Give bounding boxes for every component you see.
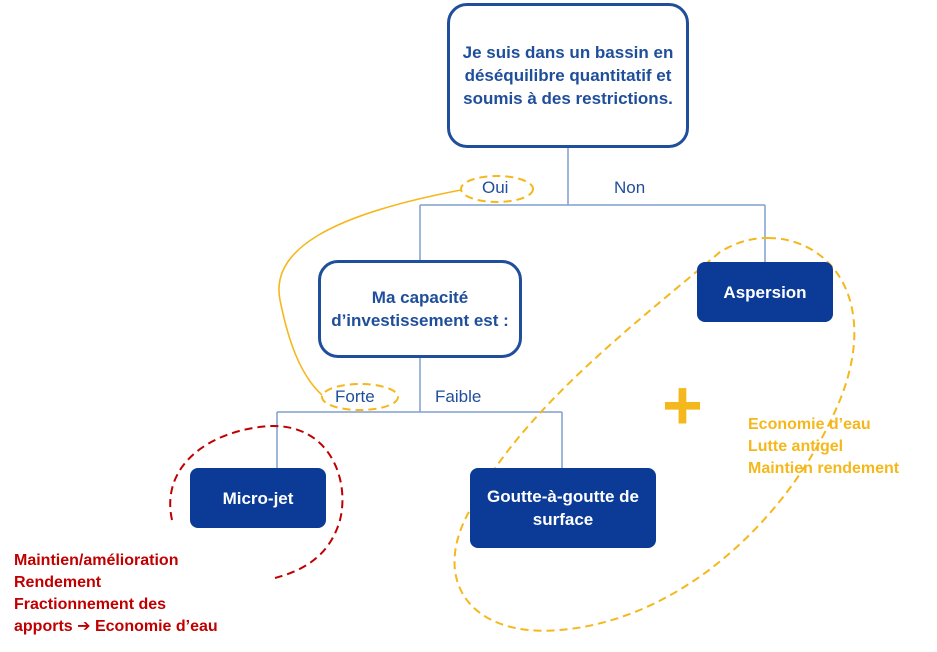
root-question-node: Je suis dans un bassin en déséquilibre q… <box>447 3 689 148</box>
tree-connectors <box>276 148 766 468</box>
aspersion-node: Aspersion <box>697 262 833 322</box>
benefit-line: Rendement <box>14 574 102 591</box>
microjet-node: Micro-jet <box>190 468 326 528</box>
microjet-benefits: Maintien/amélioration Rendement Fraction… <box>14 550 218 638</box>
benefit-line: Fractionnement des <box>14 596 167 613</box>
benefit-line: Maintien rendement <box>748 460 900 477</box>
root-question-text: Je suis dans un bassin en déséquilibre q… <box>462 43 674 108</box>
edge-label-high: Forte <box>335 387 375 406</box>
benefit-line: Maintien/amélioration <box>14 552 179 569</box>
microjet-text: Micro-jet <box>222 488 294 508</box>
investment-question-text: Ma capacité d’investissement est : <box>331 288 509 330</box>
microjet-highlight-arc <box>169 424 344 579</box>
drip-node: Goutte-à-goutte de surface <box>470 468 656 548</box>
forte-highlight-ellipse <box>321 383 399 411</box>
drip-aspersion-highlight-loop <box>453 236 856 632</box>
edge-label-yes: Oui <box>482 178 509 197</box>
benefit-line: Lutte antigel <box>748 438 844 455</box>
investment-question-node: Ma capacité d’investissement est : <box>318 260 522 358</box>
plus-sign: + <box>662 366 703 444</box>
oui-forte-link <box>278 189 462 396</box>
drip-aspersion-benefits: Economie d’eau Lutte antigel Maintien re… <box>748 414 899 480</box>
benefit-line: apports ➔ Economie d’eau <box>14 618 218 635</box>
edge-label-no: Non <box>614 178 646 197</box>
benefit-line: Economie d’eau <box>748 416 871 433</box>
oui-highlight-ellipse <box>460 175 534 203</box>
aspersion-text: Aspersion <box>723 282 807 302</box>
edge-label-low: Faible <box>435 387 482 406</box>
drip-text: Goutte-à-goutte de surface <box>486 487 640 529</box>
